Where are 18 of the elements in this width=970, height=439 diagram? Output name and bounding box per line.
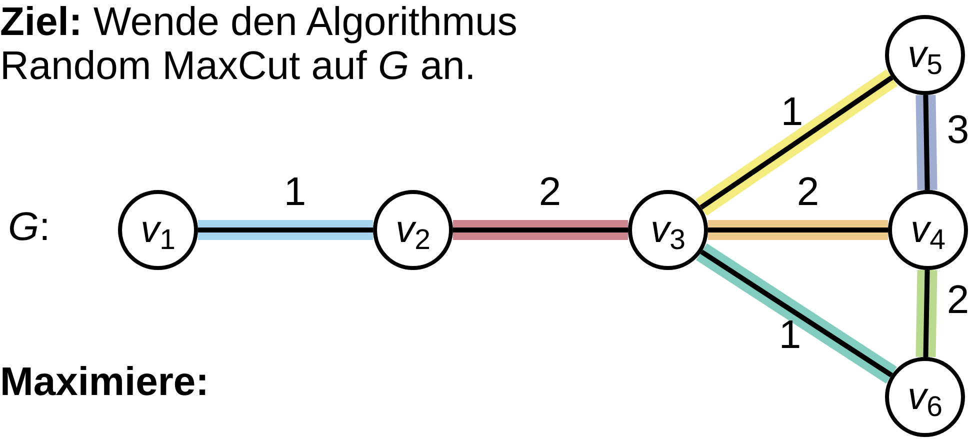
highlighted-edge [696,243,897,384]
edge-weight: 1 [778,315,802,355]
text-label: Random MaxCut auf G an. [0,44,476,88]
highlighted-edge [695,69,898,216]
highlighted-edge [708,220,888,240]
text-label: Maximiere: [0,360,209,404]
edge-weight: 2 [796,172,820,212]
edge-weight: 2 [946,280,970,320]
edge-weight: 1 [780,92,804,132]
highlighted-edge [453,220,628,240]
edge-weight: 1 [284,172,306,212]
highlighted-edge [916,94,938,190]
highlighted-edge [198,220,373,240]
text-label: Ziel: Wende den Algorithmus [0,0,518,44]
text-label: G: [8,205,50,249]
edge-weight: 3 [946,110,970,150]
highlighted-edge [916,270,938,358]
edge-weight: 2 [538,172,562,212]
